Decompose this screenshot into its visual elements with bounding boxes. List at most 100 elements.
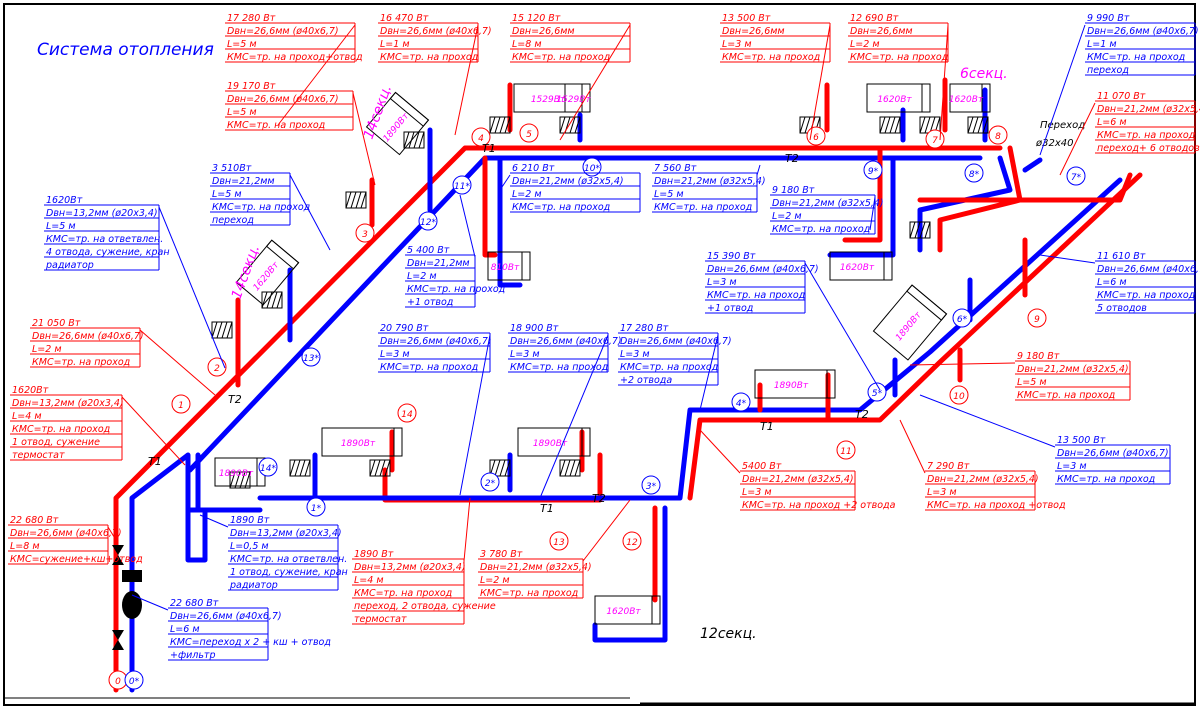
annotation-line: L=3 м [722,39,751,50]
annotation-line: КМС=тр. на проход [512,52,611,63]
annotation-line: Dвн=21,2мм (ø32x5,4) [512,176,624,187]
annotation-line: L=8 м [10,541,39,552]
pipe-tag: T2 [592,492,606,505]
node-number: 13 [553,538,565,548]
leader-line [352,92,376,186]
pipe-tag: T1 [540,502,554,515]
annotation-line: L=1 м [1087,39,1116,50]
leader-line [289,174,331,251]
annotation-power: 5400 Вт [742,461,782,472]
pipe-return-16 [1022,157,1043,173]
annotation-line: Dвн=26,6мм (ø40x6,7) [380,26,492,37]
annotation-line: КМС=тр. на проход [512,202,611,213]
sections-label: 6секц. [960,66,1008,82]
floor-hatch [879,116,901,134]
annotation-power: 22 680 Вт [170,598,219,609]
leader-line [454,24,479,136]
leader-line [459,194,476,258]
node: 6* [952,308,972,328]
annotation-line: КМС=тр. на проход [380,52,479,63]
node: 2 [207,357,227,377]
annotation-power: 16 470 Вт [380,13,429,24]
pipe-return-8 [592,505,668,643]
annotation-line: L=3 м [707,277,736,288]
annotation-line: КМС=тр. на проход [32,357,131,368]
radiator: 1620Вт [829,251,893,281]
pipe-supply-12 [842,145,883,243]
leader-line [463,497,471,562]
annotation-line: Dвн=26,6мм (ø40x6,7) [32,331,144,342]
pipe-supply-9 [482,155,498,258]
annotation-line: КМС=тр. на проход [480,588,579,599]
node: 1 [171,394,191,414]
node: 2* [480,472,500,492]
leader-line [499,174,511,191]
radiator-power-label: 1890Вт [774,381,809,391]
annotation-line: Dвн=13,2мм (ø20x3,4) [230,528,342,539]
node: 4 [471,127,491,147]
annotation-line: КМС=тр. на проход [850,52,949,63]
annotation-power: 9 180 Вт [1017,351,1060,362]
annotation-line: Dвн=21,2мм [212,176,275,187]
node-number: 12 [626,538,638,548]
annotation-line: L=0,5 м [230,541,269,552]
annotation-line: Dвн=13,2мм (ø20x3,4) [46,208,158,219]
annotation-line: КМС=сужение+кш+отвод [10,554,143,565]
pipe-return-11 [827,155,896,258]
annotation-line: Dвн=21,2мм (ø32x5,4) [654,176,766,187]
annotation-line: КМС=тр. на проход [707,290,806,301]
node: 3 [355,223,375,243]
node-number: 6* [957,315,968,325]
node-number: 5* [872,389,883,399]
node: 14* [258,457,278,477]
annotation-power: 11 610 Вт [1097,251,1146,262]
annotation-line: КМС=тр. на проход [1087,52,1186,63]
annotation-line: 1 отвод, сужение [12,437,100,448]
radiator: 1620Вт [594,595,661,625]
node: 3* [641,475,661,495]
radiator-power-label: 810Вт [491,263,520,273]
annotation-line: L=1 м [380,39,409,50]
floor-hatch [229,471,251,489]
node-number: 9 [1034,315,1040,325]
annotation-line: L=5 м [227,107,256,118]
radiator-power-label: 1890Вт [341,439,376,449]
annotation-line: КМС=тр. на проход [407,284,506,295]
annotation-line: Dвн=21,2мм (ø32x5,4) [1097,104,1200,115]
annotation-power: 12 690 Вт [850,13,899,24]
annotation-line: L=5 м [654,189,683,200]
radiator: 810Вт [487,251,531,281]
node-number: 1 [178,401,184,411]
annotation-line: L=6 м [1097,277,1126,288]
annotation-line: +1 отвод [707,303,754,314]
floor-hatch [211,321,233,339]
annotation-line: Dвн=26,6мм (ø40x6,7) [227,26,339,37]
annotation-power: 7 290 Вт [927,461,970,472]
node-number: 1* [311,504,322,514]
annotation-power: 9 990 Вт [1087,13,1130,24]
leader-line [939,24,949,141]
annotation-line: КМС=тр. на проход [1097,290,1196,301]
annotation-line: 4 отвода, сужение, кран [46,247,170,258]
annotation-line: Dвн=26,6мм [512,26,575,37]
radiator-power-label: 1620Вт [949,95,984,105]
annotation-power: 11 070 Вт [1097,91,1146,102]
annotation-line: КМС=тр. на ответвлен. [46,234,163,245]
floor-hatch [369,459,391,477]
leader-line [909,362,1016,366]
node: 4* [731,392,751,412]
